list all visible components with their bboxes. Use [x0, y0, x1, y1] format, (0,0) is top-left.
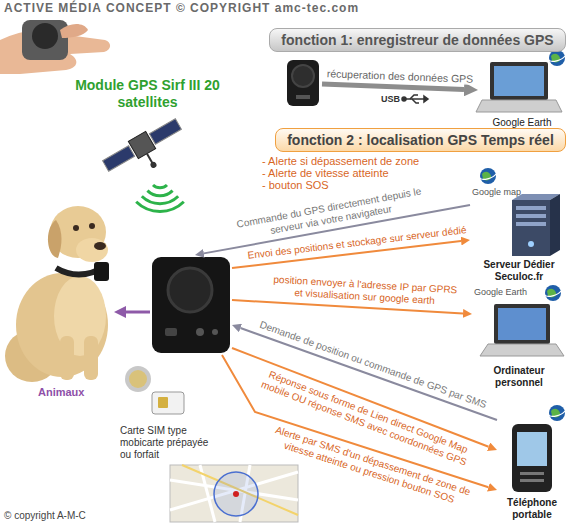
dog-photo [5, 206, 109, 382]
connector-arrow [322, 84, 464, 89]
google-map-icon [480, 168, 496, 184]
dedicated-server: Google mapServeur Dédier Seculoc.fr [470, 186, 568, 284]
map-picture [170, 465, 298, 522]
gps-logger [284, 58, 322, 110]
server-picture [512, 194, 560, 256]
copyright-note: © copyright A-M-C [4, 510, 86, 522]
gps-tracker [150, 255, 232, 355]
node-label: Google Earth [474, 287, 564, 298]
hand-photo [0, 20, 110, 74]
connector-label: récuperation des données GPS [325, 67, 476, 85]
feature-item: - Alerte si dépassement de zone [262, 155, 419, 167]
personal-computer: Google EarthOrdinateur personnel [472, 286, 566, 390]
laptop-picture [476, 62, 562, 112]
feature-item: - Alerte de vitesse atteinte [262, 167, 389, 179]
google-earth-icon [549, 50, 565, 66]
node-label: Téléphone portable [499, 497, 565, 521]
node-label: Animaux [38, 386, 112, 399]
section-title: fonction 1: enregistreur de données GPS [281, 32, 553, 49]
node-label: Serveur Dédier Seculoc.fr [472, 259, 566, 283]
satellite-picture [101, 115, 192, 188]
google-earth-icon [545, 285, 561, 301]
laptop-picture [480, 304, 564, 356]
gps-logger-picture [287, 60, 319, 106]
connector-arrow [126, 311, 150, 314]
port-label: USB [381, 93, 400, 105]
section-title: fonction 2 : localisation GPS Temps réel [287, 132, 554, 149]
google-earth-icon [549, 405, 565, 421]
node-label: Module GPS Sirf III 20 satellites [62, 77, 233, 111]
phone-picture [512, 424, 552, 492]
gps-tracker-picture [152, 257, 230, 353]
feature-item: - bouton SOS [262, 179, 329, 191]
animal: Animaux [2, 190, 114, 400]
mobile-phone: Téléphone portable [497, 406, 567, 522]
sim-card: Carte SIM type mobicarte prépayée ou for… [118, 362, 218, 462]
coin-and-sim [125, 366, 184, 414]
laptop-computer: Google Earth [478, 50, 566, 130]
section-band: fonction 1: enregistreur de données GPS [269, 28, 566, 52]
signal-waves [136, 185, 184, 212]
node-label: Carte SIM type mobicarte prépayée ou for… [120, 425, 216, 461]
copyright-banner: ACTIVE MÉDIA CONCEPT © COPYRIGHT amc-tec… [4, 2, 359, 14]
section-band: fonction 2 : localisation GPS Temps réel [275, 128, 566, 152]
usb-symbol [402, 95, 428, 103]
node-label: Google map [472, 187, 566, 198]
node-label: Ordinateur personnel [474, 365, 564, 389]
satellite-module: Module GPS Sirf III 20 satellites [60, 76, 235, 116]
